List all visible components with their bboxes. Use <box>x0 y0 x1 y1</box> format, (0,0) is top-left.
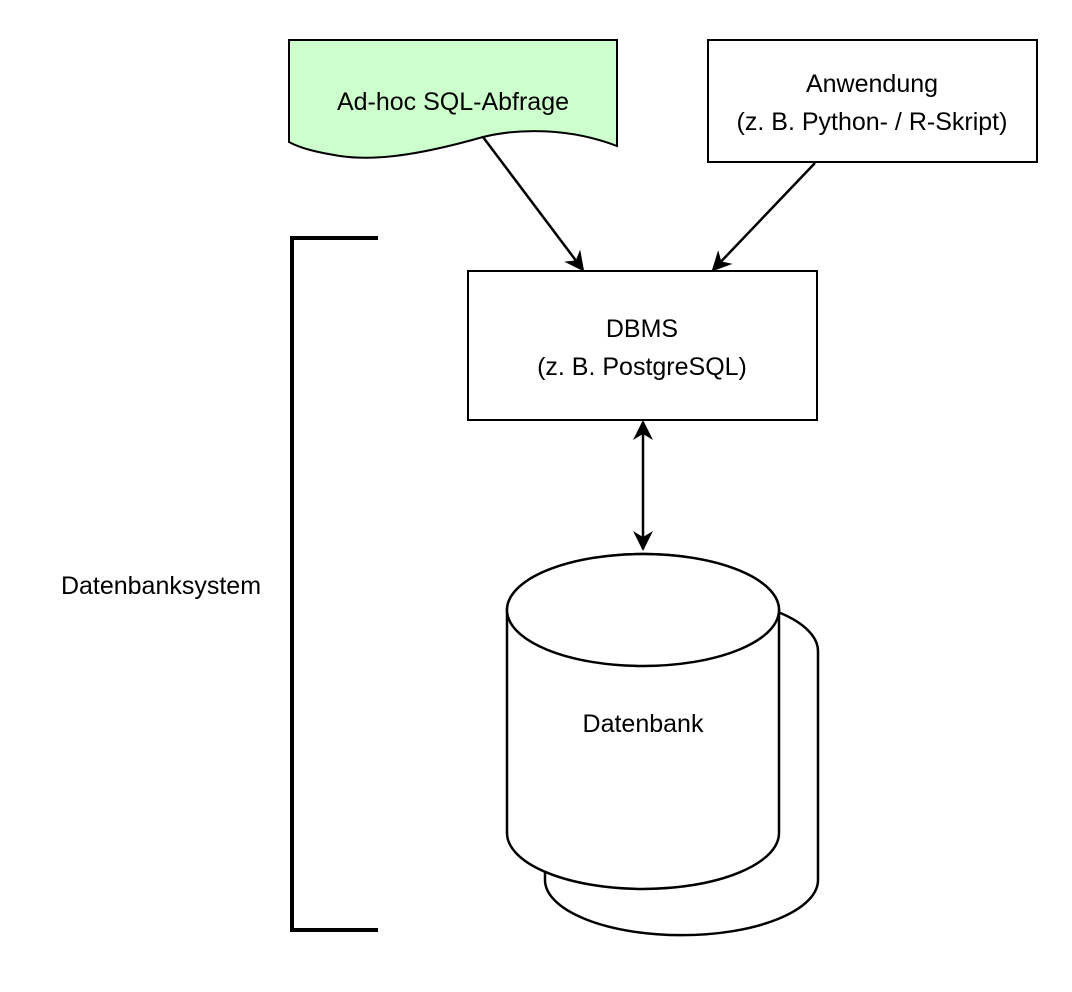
database-node[interactable]: Datenbank <box>505 552 820 937</box>
application-title: Anwendung <box>806 70 938 98</box>
application-box <box>707 39 1038 163</box>
edges <box>482 136 816 551</box>
group-label: Datenbanksystem <box>61 572 261 600</box>
query-document-shape <box>288 39 618 159</box>
database-cylinder-top <box>505 552 781 668</box>
dbms-title: DBMS <box>606 315 678 343</box>
group-bracket <box>290 236 378 932</box>
dbms-subtitle: (z. B. PostgreSQL) <box>537 353 747 381</box>
application-node[interactable]: Anwendung (z. B. Python- / R-Skript) <box>707 39 1038 163</box>
database-label: Datenbank <box>583 710 704 738</box>
query-node[interactable]: Ad-hoc SQL-Abfrage <box>288 39 618 159</box>
database-system-group: Datenbanksystem <box>61 236 378 932</box>
edge-application-to-dbms <box>711 162 816 272</box>
dbms-box <box>467 270 818 421</box>
edge-query-to-dbms <box>482 136 585 272</box>
dbms-node[interactable]: DBMS (z. B. PostgreSQL) <box>467 270 818 421</box>
query-label: Ad-hoc SQL-Abfrage <box>337 88 569 116</box>
application-subtitle: (z. B. Python- / R-Skript) <box>737 108 1008 136</box>
